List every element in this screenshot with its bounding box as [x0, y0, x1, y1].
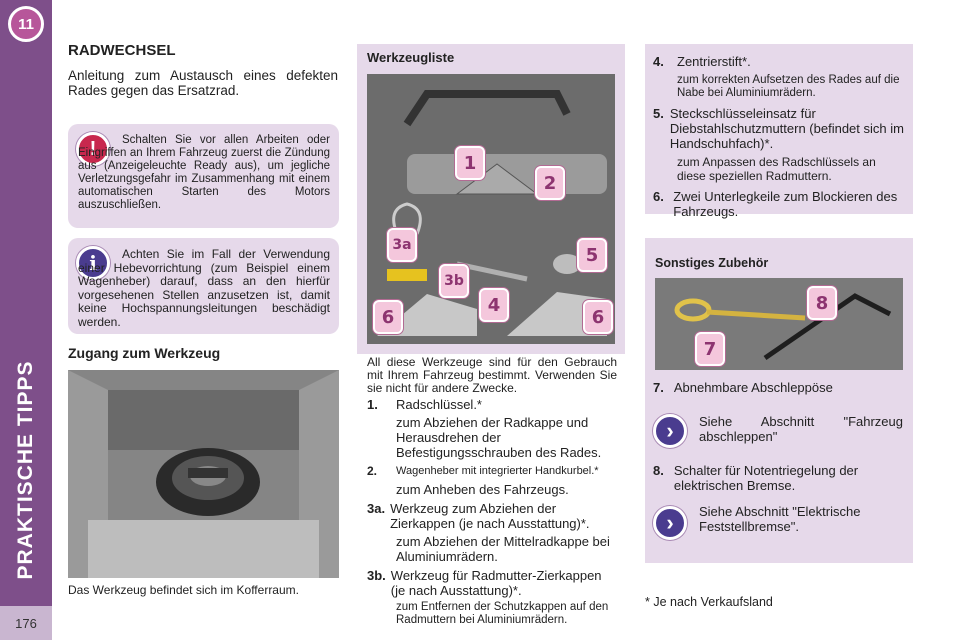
intro-text: Anleitung zum Austausch eines defekten R…: [68, 68, 338, 98]
warning-icon: !: [76, 132, 110, 166]
list-item-desc: zum Abziehen der Mittelradkappe bei Alum…: [396, 534, 610, 564]
list-item-desc: zum korrekten Aufsetzen des Rades auf di…: [677, 74, 900, 99]
list-item-desc: zum Anpassen des Radschlüssels an diese …: [677, 155, 876, 183]
tools-photo: 1 2 3a 3b 4 5 6 6: [367, 74, 615, 344]
warning-box: ! Schalten Sie vor allen Arbeiten oder E…: [68, 124, 339, 228]
tools-heading: Werkzeugliste: [367, 50, 455, 65]
trunk-illustration: [68, 370, 339, 578]
tool-tag-3b: 3b: [439, 264, 469, 298]
acc-tag-8: 8: [807, 286, 837, 320]
info-text: Achten Sie im Fall der Verwendung einer …: [78, 247, 330, 329]
tool-tag-4: 4: [479, 288, 509, 322]
footnote: * Je nach Verkaufsland: [645, 595, 773, 609]
list-item-desc: zum Entfernen der Schutzkappen auf den R…: [396, 601, 609, 626]
list-item: 1. Radschlüssel.*: [367, 397, 482, 412]
tool-tag-6-right: 6: [583, 300, 613, 334]
page-number: 176: [0, 606, 52, 640]
accessories-heading: Sonstiges Zubehör: [655, 256, 769, 270]
list-item: 2. Wagenheber mit integrierter Handkurbe…: [367, 464, 599, 478]
page-title: RADWECHSEL: [68, 42, 176, 59]
reference-text: Siehe Abschnitt "Fahrzeug abschleppen": [699, 414, 903, 444]
info-box: i Achten Sie im Fall der Verwendung eine…: [68, 238, 339, 334]
arrow-right-icon: ›: [653, 414, 687, 448]
accessories-illustration: [655, 278, 903, 370]
chapter-strip: 11 PRAKTISCHE TIPPS: [0, 0, 52, 640]
chapter-number-badge: 11: [8, 6, 44, 42]
list-item: 6. Zwei Unterlegkeile zum Blockieren des…: [653, 189, 898, 219]
reference-text: Siehe Abschnitt "Elektrische Feststellbr…: [699, 504, 861, 534]
acc-tag-7: 7: [695, 332, 725, 366]
tools-list: 1. Radschlüssel.* zum Abziehen der Radka…: [367, 397, 617, 627]
chapter-title: PRAKTISCHE TIPPS: [14, 360, 37, 580]
tools-list-continued: 4. Zentrierstift*. zum korrekten Aufsetz…: [645, 44, 913, 219]
accessories-photo: 8 7: [655, 278, 903, 370]
tool-tag-1: 1: [455, 146, 485, 180]
list-item-desc: zum Abziehen der Radkappe und Herausdreh…: [396, 415, 602, 460]
list-item: 5. Steckschlüsseleinsatz für Diebstahlsc…: [653, 106, 904, 151]
list-item-desc: zum Anheben des Fahrzeugs.: [396, 482, 569, 497]
tool-tag-5: 5: [577, 238, 607, 272]
tool-tag-6-left: 6: [373, 300, 403, 334]
tool-tag-2: 2: [535, 166, 565, 200]
list-item: 3b. Werkzeug für Radmutter-Zierkappen (j…: [367, 568, 602, 598]
warning-text: Schalten Sie vor allen Arbeiten oder Ein…: [78, 134, 330, 211]
list-item: 8. Schalter für Notentriegelung der elek…: [653, 463, 859, 493]
tools-intro: All diese Werkzeuge sind für den Gebrauc…: [367, 355, 617, 395]
access-heading: Zugang zum Werkzeug: [68, 345, 221, 361]
list-item: 3a. Werkzeug zum Abziehen der Zierkappen…: [367, 501, 590, 531]
trunk-photo: [68, 370, 339, 578]
tools-panel: Werkzeugliste 1 2 3a 3b 4 5 6 6: [357, 44, 625, 354]
info-icon: i: [76, 246, 110, 280]
tool-tag-3a: 3a: [387, 228, 417, 262]
trunk-caption: Das Werkzeug befindet sich im Kofferraum…: [68, 583, 299, 597]
accessories-panel: Sonstiges Zubehör 8 7 7. Abnehmbare Absc…: [645, 238, 913, 563]
list-item: 7. Abnehmbare Abschleppöse: [653, 380, 833, 395]
list-item: 4. Zentrierstift*.: [653, 54, 751, 69]
arrow-right-icon: ›: [653, 506, 687, 540]
